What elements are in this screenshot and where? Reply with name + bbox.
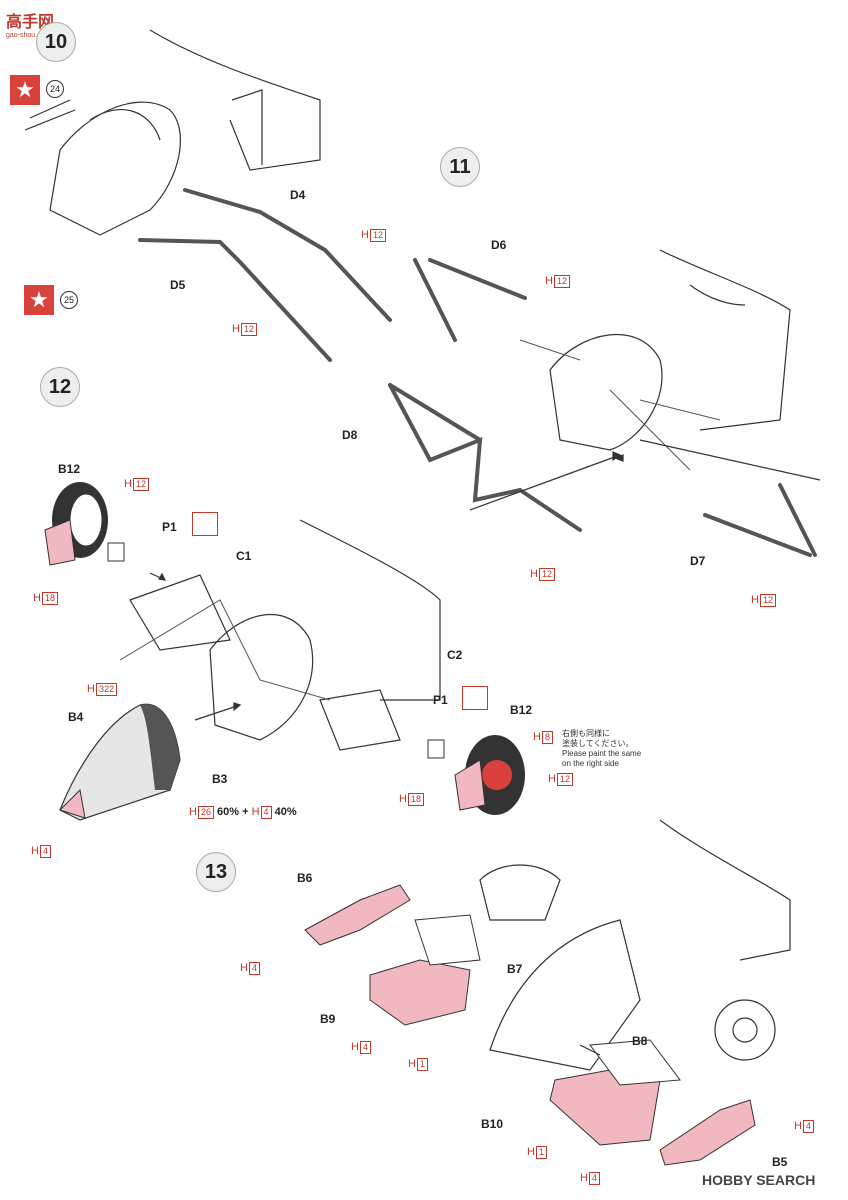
step-10-badge: 10	[36, 22, 76, 62]
part-label-d8: D8	[342, 428, 358, 442]
step-11-badge: 11	[440, 147, 480, 187]
part-label-b9: B9	[320, 1012, 336, 1026]
part-label-d7: D7	[690, 554, 706, 568]
part-label-d4: D4	[290, 188, 306, 202]
part-label-d5: D5	[170, 278, 186, 292]
reference-25: 25	[60, 291, 78, 309]
step-12-badge: 12	[40, 367, 80, 407]
part-label-c1: C1	[236, 549, 252, 563]
part-label-p1: P1	[433, 693, 448, 707]
part-label-b6: B6	[297, 871, 313, 885]
right-side-note: 右側も同様に 塗装してください。 Please paint the same o…	[562, 729, 642, 768]
part-label-b10: B10	[481, 1117, 504, 1131]
part-label-b5: B5	[772, 1155, 788, 1169]
reference-24: 24	[46, 80, 64, 98]
part-label-b3: B3	[212, 772, 228, 786]
no-glue-icon	[192, 512, 218, 536]
no-glue-icon	[462, 686, 488, 710]
part-label-b12: B12	[510, 703, 533, 717]
step-13-badge: 13	[196, 852, 236, 892]
star-icon: ★	[10, 75, 40, 105]
hobby-search-watermark: HOBBY SEARCH	[702, 1172, 816, 1188]
star-icon: ★	[24, 285, 54, 315]
part-label-d6: D6	[491, 238, 507, 252]
part-label-b12: B12	[58, 462, 81, 476]
part-label-b4: B4	[68, 710, 84, 724]
part-label-c2: C2	[447, 648, 463, 662]
part-label-b8: B8	[632, 1034, 648, 1048]
part-label-p1: P1	[162, 520, 177, 534]
part-label-b7: B7	[507, 962, 523, 976]
